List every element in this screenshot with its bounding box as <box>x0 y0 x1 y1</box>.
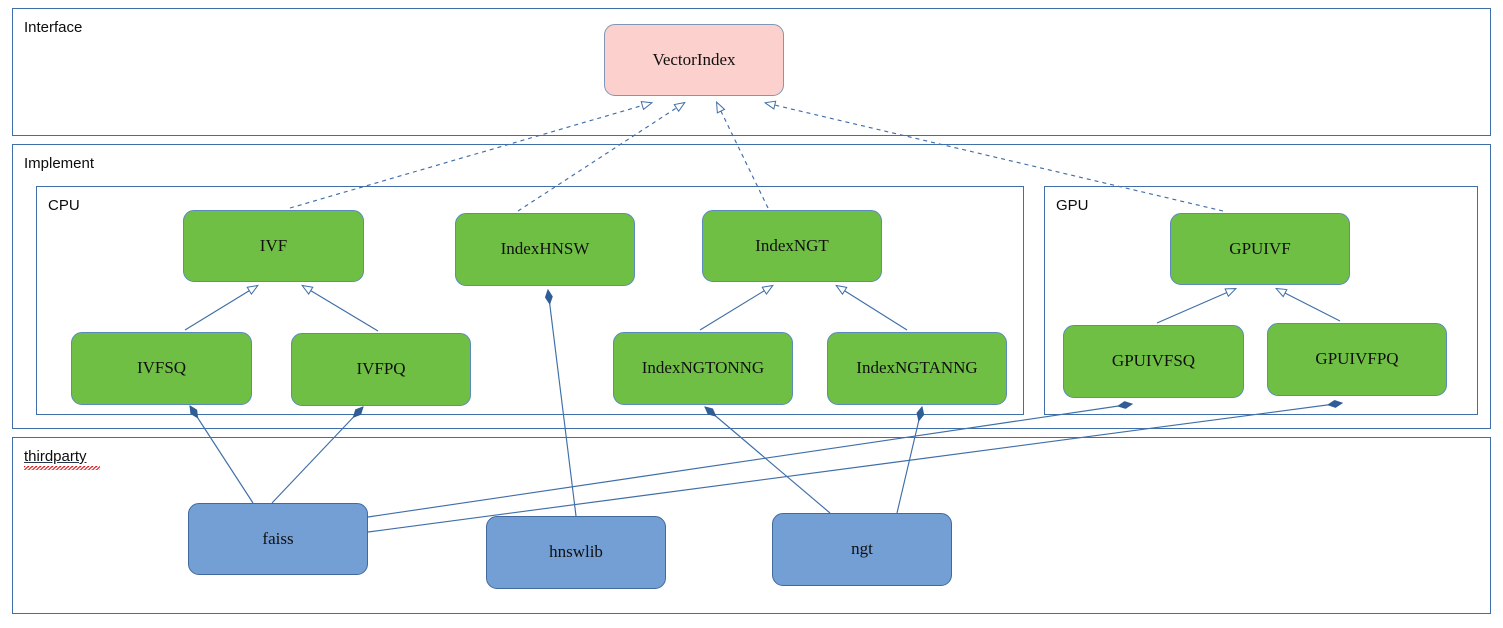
container-label-interface: Interface <box>24 19 83 36</box>
node-label: IndexNGT <box>755 235 829 255</box>
node-indexngtonng[interactable]: IndexNGTONNG <box>613 332 793 405</box>
node-ivfpq[interactable]: IVFPQ <box>291 333 471 406</box>
node-label: IndexHNSW <box>500 239 590 259</box>
node-label: IVF <box>259 235 288 255</box>
node-indexngtanng[interactable]: IndexNGTANNG <box>827 332 1007 405</box>
node-label: ngt <box>851 539 873 559</box>
node-indexhnsw[interactable]: IndexHNSW <box>455 213 635 286</box>
node-vectorindex[interactable]: VectorIndex <box>604 24 784 96</box>
node-ivfsq[interactable]: IVFSQ <box>71 332 252 405</box>
node-label: hnswlib <box>549 542 603 562</box>
node-ngt[interactable]: ngt <box>772 513 952 586</box>
node-ivf[interactable]: IVF <box>183 210 364 282</box>
container-label-thirdparty: thirdparty <box>24 448 87 465</box>
node-label: faiss <box>262 528 294 548</box>
node-label: GPUIVF <box>1229 238 1291 258</box>
node-indexngt[interactable]: IndexNGT <box>702 210 882 282</box>
node-gpuivfsq[interactable]: GPUIVFSQ <box>1063 325 1244 398</box>
container-label-gpu: GPU <box>1056 197 1089 214</box>
node-label: IndexNGTONNG <box>641 358 765 378</box>
node-label: IVFSQ <box>136 358 187 378</box>
node-hnswlib[interactable]: hnswlib <box>486 516 666 589</box>
node-gpuivf[interactable]: GPUIVF <box>1170 213 1350 285</box>
node-label: VectorIndex <box>652 49 736 69</box>
node-label: IVFPQ <box>356 359 406 379</box>
container-label-implement: Implement <box>24 155 95 172</box>
node-label: GPUIVFSQ <box>1111 351 1196 371</box>
node-gpuivfpq[interactable]: GPUIVFPQ <box>1267 323 1447 396</box>
node-label: GPUIVFPQ <box>1315 349 1399 369</box>
container-label-cpu: CPU <box>48 197 80 214</box>
node-faiss[interactable]: faiss <box>188 503 368 575</box>
node-label: IndexNGTANNG <box>856 358 978 378</box>
